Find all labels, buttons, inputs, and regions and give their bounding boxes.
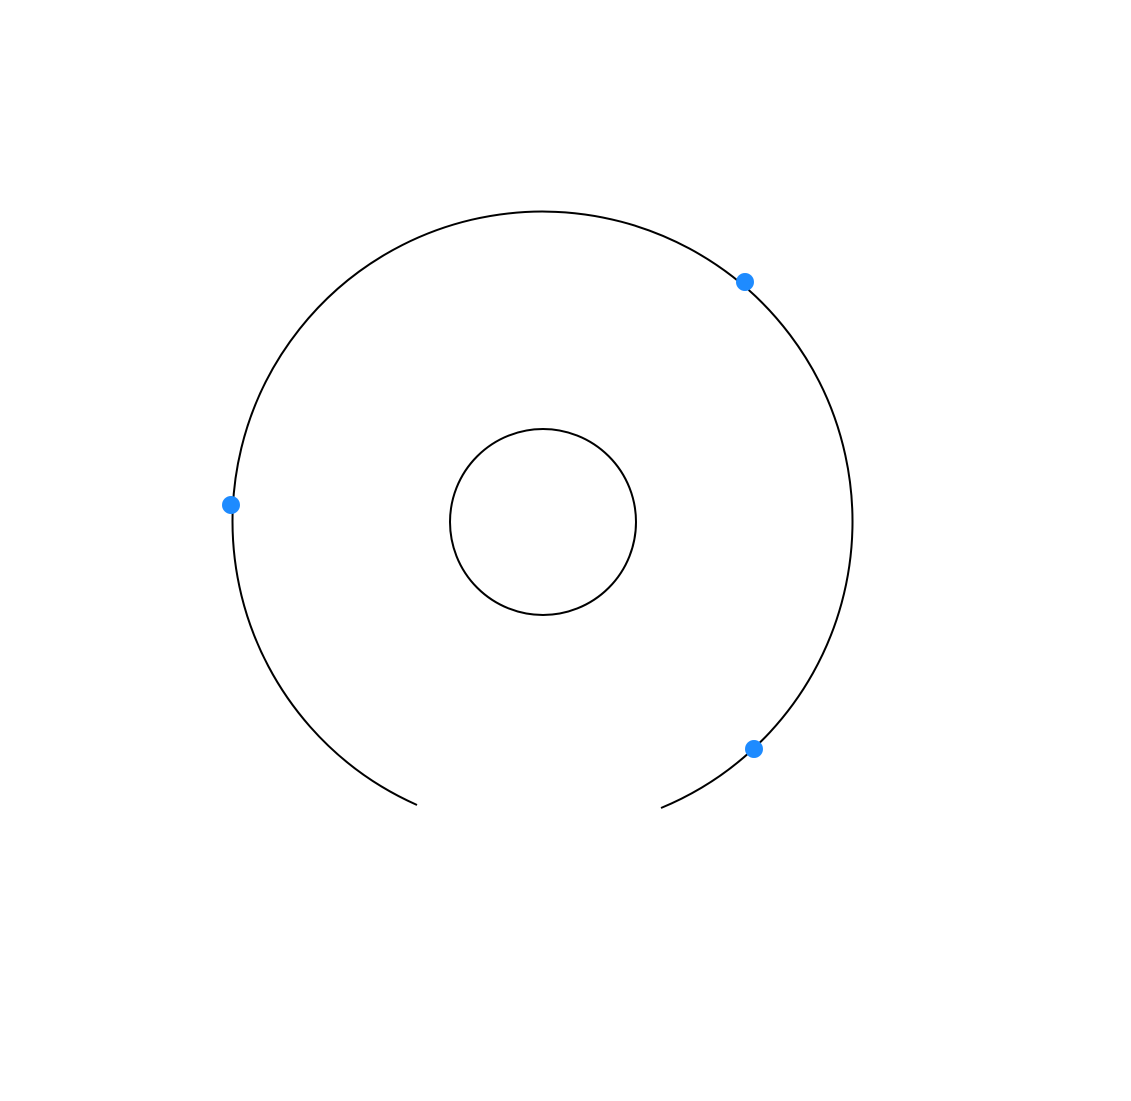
handle-left[interactable] [222, 496, 240, 514]
handle-bottom-right[interactable] [745, 740, 763, 758]
handle-top-right[interactable] [736, 273, 754, 291]
outer-arc-track [231, 210, 854, 809]
inner-circle [449, 428, 637, 616]
